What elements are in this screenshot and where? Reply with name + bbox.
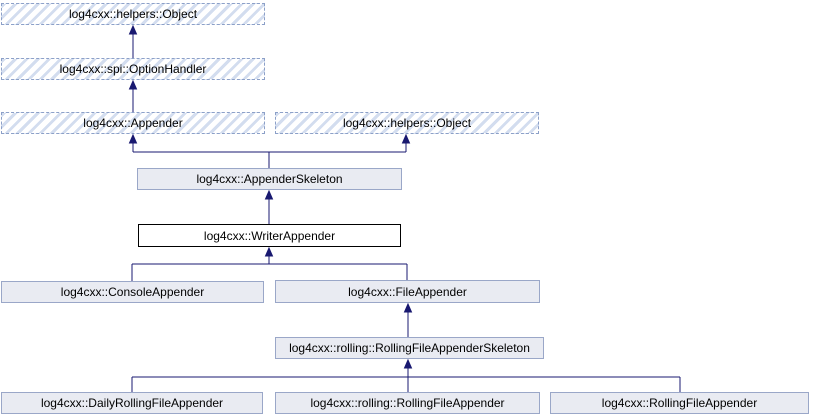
class-node-daily-rolling-file-appender[interactable]: log4cxx::DailyRollingFileAppender	[1, 392, 263, 414]
class-node-helpers-object-top: log4cxx::helpers::Object	[1, 3, 265, 25]
edge-children-to-rollingskeleton	[131, 358, 681, 392]
edge-optionhandler-to-object	[128, 24, 138, 58]
class-node-file-appender[interactable]: log4cxx::FileAppender	[275, 280, 540, 303]
edge-children-to-writerappender	[131, 246, 408, 281]
class-node-helpers-object-right: log4cxx::helpers::Object	[275, 112, 539, 134]
class-node-appender-skeleton[interactable]: log4cxx::AppenderSkeleton	[137, 168, 402, 190]
class-node-rolling-file-appender-skeleton[interactable]: log4cxx::rolling::RollingFileAppenderSke…	[275, 337, 544, 359]
class-node-writer-appender: log4cxx::WriterAppender	[138, 224, 401, 247]
class-node-rolling-file-appender[interactable]: log4cxx::RollingFileAppender	[550, 392, 809, 414]
class-node-rolling-rolling-file-appender[interactable]: log4cxx::rolling::RollingFileAppender	[275, 392, 540, 414]
edge-appender-to-optionhandler	[128, 79, 138, 112]
edge-appenderskeleton-to-bases	[128, 133, 411, 168]
edge-writerappender-to-appenderskeleton	[264, 189, 274, 224]
class-node-spi-option-handler: log4cxx::spi::OptionHandler	[1, 58, 265, 80]
class-node-appender: log4cxx::Appender	[1, 112, 265, 134]
edge-rollingskeleton-to-fileappender	[403, 302, 413, 337]
class-node-console-appender[interactable]: log4cxx::ConsoleAppender	[1, 281, 264, 303]
